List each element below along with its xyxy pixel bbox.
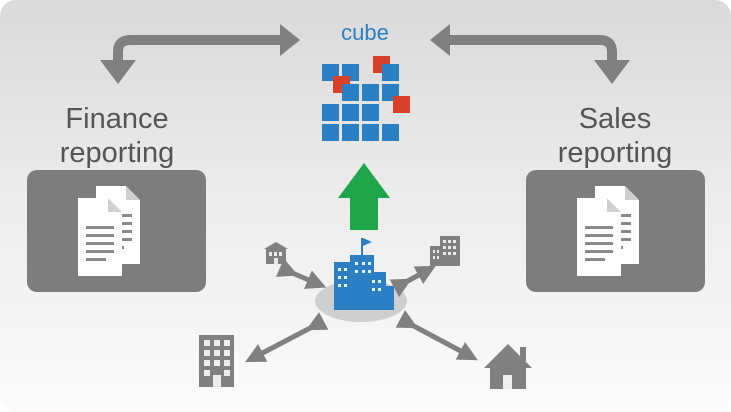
cube-cell <box>322 104 339 121</box>
link-arrow-icon <box>245 312 329 363</box>
finance-label-line2: reporting <box>59 137 175 169</box>
sales-label-line1: Sales <box>578 103 652 135</box>
apartment-icon <box>199 335 234 387</box>
finance-panel <box>27 170 206 292</box>
store-icon <box>264 242 288 264</box>
cube-cell <box>382 124 399 141</box>
sales-panel <box>526 170 705 292</box>
office-building-icon <box>430 236 460 266</box>
link-arrow-icon <box>275 258 327 289</box>
sales-label-line2: reporting <box>557 137 673 169</box>
cube-cell <box>322 124 339 141</box>
link-arrow-icon <box>389 265 436 298</box>
swap-arrow-left-icon <box>100 24 300 84</box>
headquarters-icon <box>334 238 394 310</box>
swap-arrow-right-icon <box>430 24 630 84</box>
cube-label: cube <box>341 20 389 45</box>
cube-cell <box>362 84 379 101</box>
finance-label-line1: Finance <box>65 103 169 135</box>
house-icon <box>484 344 532 389</box>
up-arrow-icon <box>338 163 390 230</box>
cube-grid <box>322 56 410 141</box>
cube-cell <box>362 104 379 121</box>
sales-reporting-label: Sales reporting <box>510 102 720 170</box>
cube-cell-highlight <box>393 96 410 113</box>
cube-cell <box>342 104 359 121</box>
cube-cell <box>382 64 399 81</box>
cube-cell <box>342 124 359 141</box>
cube-cell <box>362 124 379 141</box>
cube-cell <box>342 84 359 101</box>
finance-reporting-label: Finance reporting <box>12 102 222 170</box>
link-arrow-icon <box>395 309 478 361</box>
